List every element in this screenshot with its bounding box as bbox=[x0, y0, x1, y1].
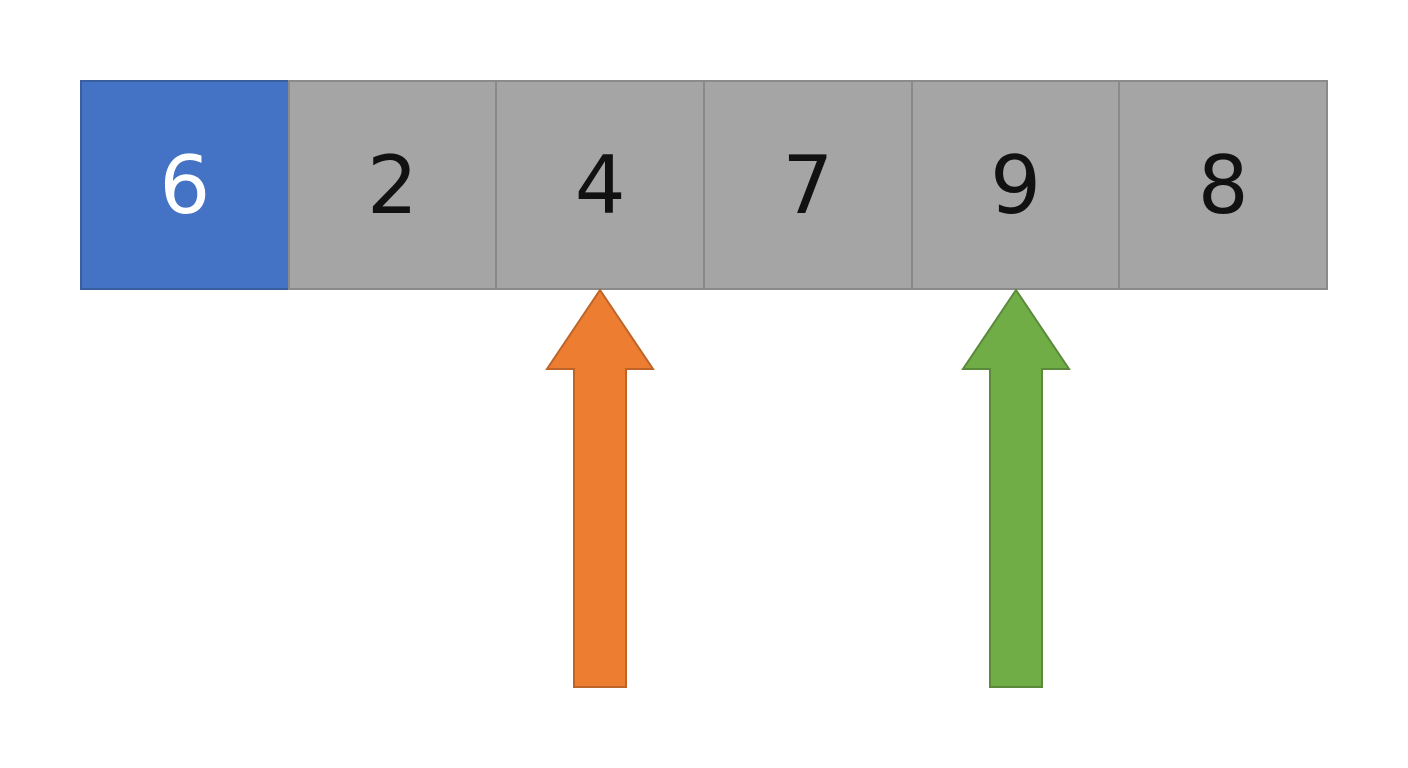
array-row: 6 2 4 7 9 8 bbox=[80, 80, 1329, 290]
array-cell: 9 bbox=[910, 80, 1121, 290]
array-cell: 4 bbox=[495, 80, 706, 290]
right-pointer-arrow bbox=[961, 288, 1071, 688]
array-cell: 2 bbox=[287, 80, 498, 290]
left-pointer-arrow bbox=[545, 288, 655, 688]
array-cell: 8 bbox=[1118, 80, 1329, 290]
array-cell: 7 bbox=[703, 80, 913, 290]
array-cell-pivot: 6 bbox=[80, 80, 290, 290]
